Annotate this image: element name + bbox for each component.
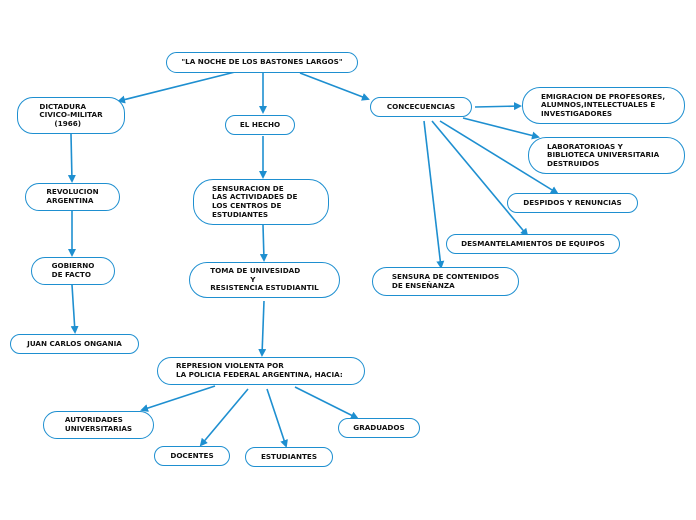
- estudiantes-label: ESTUDIANTES: [260, 451, 318, 461]
- arrow-represion-to-docentes: [199, 388, 249, 447]
- arrow-root-to-dictadura: [117, 71, 236, 104]
- dictadura-label: DICTADURA CIVICO-MILITAR (1966): [39, 101, 103, 128]
- emigracion-node[interactable]: EMIGRACION DE PROFESORES, ALUMNOS,INTELE…: [522, 87, 685, 124]
- desmantelamientos-label: DESMANTELAMIENTOS DE EQUIPOS: [461, 238, 605, 248]
- arrow-concecuencias-to-emigracion: [474, 102, 522, 111]
- root-node[interactable]: "LA NOCHE DE LOS BASTONES LARGOS": [166, 52, 358, 73]
- hecho-label: EL HECHO: [239, 119, 281, 129]
- laboratorios-node[interactable]: LABORATORIOAS Y BIBLIOTECA UNIVERSITARIA…: [528, 137, 685, 174]
- despidos-label: DESPIDOS Y RENUNCIAS: [523, 197, 622, 207]
- revolucion-node[interactable]: REVOLUCION ARGENTINA: [25, 183, 120, 211]
- autoridades-label: AUTORIDADES UNIVERSITARIAS: [64, 415, 133, 433]
- gobierno-label: GOBIERNO DE FACTO: [51, 261, 95, 279]
- sensuracion-node[interactable]: SENSURACION DE LAS ACTIVIDADES DE LOS CE…: [193, 179, 329, 225]
- represion-node[interactable]: REPRESION VIOLENTA POR LA POLICIA FEDERA…: [157, 357, 365, 385]
- root-label: "LA NOCHE DE LOS BASTONES LARGOS": [181, 57, 343, 67]
- arrow-represion-to-graduados: [294, 386, 359, 419]
- arrow-concecuencias-to-sensura: [423, 120, 445, 269]
- revolucion-label: REVOLUCION ARGENTINA: [46, 187, 99, 205]
- concecuencias-label: CONCECUENCIAS: [386, 101, 456, 111]
- arrow-gobierno-to-ongania: [70, 284, 79, 334]
- arrow-represion-to-estudiantes: [266, 388, 288, 448]
- represion-label: REPRESION VIOLENTA POR LA POLICIA FEDERA…: [176, 361, 343, 379]
- docentes-node[interactable]: DOCENTES: [154, 446, 230, 466]
- autoridades-node[interactable]: AUTORIDADES UNIVERSITARIAS: [43, 411, 154, 439]
- despidos-node[interactable]: DESPIDOS Y RENUNCIAS: [507, 193, 638, 213]
- toma-label: TOMA DE UNIVESIDAD Y RESISTENCIA ESTUDIA…: [210, 266, 319, 293]
- arrow-sensuracion-to-toma: [259, 224, 268, 262]
- graduados-label: GRADUADOS: [353, 422, 405, 432]
- graduados-node[interactable]: GRADUADOS: [338, 418, 420, 438]
- concecuencias-node[interactable]: CONCECUENCIAS: [370, 97, 472, 117]
- arrow-toma-to-represion: [258, 300, 267, 357]
- gobierno-node[interactable]: GOBIERNO DE FACTO: [31, 257, 115, 285]
- arrow-concecuencias-to-laboratorios: [462, 117, 540, 140]
- sensuracion-label: SENSURACION DE LAS ACTIVIDADES DE LOS CE…: [212, 183, 298, 219]
- arrow-dictadura-to-revolucion: [67, 133, 76, 183]
- sensura-node[interactable]: SENSURA DE CONTENIDOS DE ENSEÑANZA: [372, 267, 519, 296]
- toma-node[interactable]: TOMA DE UNIVESIDAD Y RESISTENCIA ESTUDIA…: [189, 262, 340, 298]
- arrow-represion-to-autoridades: [140, 385, 216, 412]
- sensura-label: SENSURA DE CONTENIDOS DE ENSEÑANZA: [391, 271, 500, 290]
- estudiantes-node[interactable]: ESTUDIANTES: [245, 447, 333, 467]
- docentes-label: DOCENTES: [170, 450, 214, 460]
- emigracion-label: EMIGRACION DE PROFESORES, ALUMNOS,INTELE…: [541, 91, 666, 118]
- ongania-node[interactable]: JUAN CARLOS ONGANIA: [10, 334, 139, 354]
- hecho-node[interactable]: EL HECHO: [225, 115, 295, 135]
- arrow-root-to-concecuencias: [299, 72, 370, 101]
- arrow-concecuencias-to-desmantelamientos: [431, 120, 529, 237]
- laboratorios-label: LABORATORIOAS Y BIBLIOTECA UNIVERSITARIA…: [547, 141, 660, 168]
- dictadura-node[interactable]: DICTADURA CIVICO-MILITAR (1966): [17, 97, 125, 134]
- desmantelamientos-node[interactable]: DESMANTELAMIENTOS DE EQUIPOS: [446, 234, 620, 254]
- ongania-label: JUAN CARLOS ONGANIA: [27, 338, 122, 348]
- arrow-concecuencias-to-despidos: [439, 120, 559, 195]
